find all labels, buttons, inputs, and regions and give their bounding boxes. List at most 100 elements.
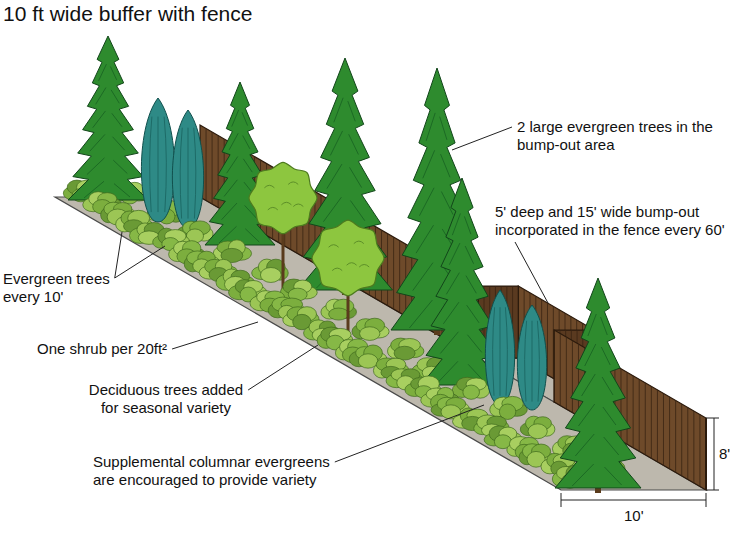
shrub-clump <box>520 416 555 438</box>
shrub-foliage <box>528 424 547 439</box>
dimension-line <box>706 418 719 419</box>
fence-board-line <box>651 386 652 458</box>
fence-board-line <box>645 383 646 455</box>
leaf-texture <box>354 241 364 244</box>
shrub-clump <box>321 299 357 320</box>
label-anchor: 2 large evergreen trees in the bump-out … <box>517 118 742 154</box>
columnar-canopy <box>517 305 546 410</box>
leaf-texture <box>329 245 339 248</box>
fence-board-line <box>639 379 640 451</box>
needle-texture <box>588 314 607 336</box>
needle-texture <box>99 64 117 81</box>
leaf-texture <box>347 263 357 266</box>
columnar-texture <box>150 117 152 212</box>
label-anchor: Deciduous trees added for seasonal varie… <box>80 381 252 417</box>
fence-board-line <box>663 393 664 465</box>
needle-texture <box>96 88 120 105</box>
leader-line <box>115 246 165 278</box>
needle-texture <box>585 344 610 366</box>
callout-note: 2 large evergreen trees in the bump-out … <box>517 118 742 154</box>
dimension-lines <box>561 418 719 507</box>
needle-texture <box>334 98 355 123</box>
columnar-canopy <box>141 98 174 222</box>
dimension-label: 8' <box>719 445 730 463</box>
columnar-texture <box>525 321 527 402</box>
label-anchor: Supplemental columnar evergreens are enc… <box>93 453 341 489</box>
leaf-texture <box>281 202 291 205</box>
needle-texture <box>323 197 364 222</box>
plantings <box>63 36 641 493</box>
needle-texture <box>93 111 122 128</box>
fence-board-line <box>387 234 388 306</box>
leader-line <box>248 345 318 390</box>
columnar-texture <box>164 117 166 212</box>
fence-board-line <box>212 132 213 204</box>
fence-board-line <box>572 341 573 413</box>
shrub-clump <box>452 377 489 399</box>
fence-board-line <box>669 397 670 469</box>
needle-texture <box>90 134 125 151</box>
deciduous-tree <box>249 162 317 292</box>
fence-board-line <box>393 237 394 309</box>
leaf-texture <box>332 268 342 271</box>
leaf-texture <box>293 204 303 207</box>
columnar-canopy <box>485 290 514 405</box>
callout-note: 5' deep and 15' wide bump-out incorporat… <box>495 203 745 239</box>
leaf-texture <box>264 185 274 188</box>
columnar-texture <box>505 307 507 396</box>
columnar-texture <box>180 128 182 219</box>
callout-note: Deciduous trees added for seasonal varie… <box>80 381 252 417</box>
shrub-foliage <box>360 327 380 341</box>
shrub-foliage <box>260 268 281 283</box>
columnar-canopy <box>172 110 203 228</box>
needle-texture <box>440 332 481 354</box>
columnar-texture <box>194 128 196 219</box>
fence-board-line <box>699 414 700 486</box>
dimension-line <box>561 500 706 501</box>
evergreen-tree <box>555 278 641 493</box>
callout-note: Evergreen trees every 10' <box>3 270 131 306</box>
needle-texture <box>426 113 447 141</box>
needle-texture <box>582 374 613 396</box>
leader-line <box>115 232 122 278</box>
needle-texture <box>327 164 362 189</box>
shrub-foliage <box>329 308 349 320</box>
columnar-texture <box>188 128 189 219</box>
label-anchor: One shrub per 20ft² <box>37 340 167 358</box>
evergreen-canopy <box>68 36 148 200</box>
columnar-evergreen <box>485 290 514 405</box>
needle-texture <box>575 434 618 456</box>
fence-board-line <box>687 407 688 479</box>
needle-texture <box>578 404 615 426</box>
columnar-texture <box>493 307 495 396</box>
diagram-title: 10 ft wide buffer with fence <box>3 2 252 26</box>
label-anchor: 8' <box>719 445 730 463</box>
leaf-texture <box>288 182 298 185</box>
dimension-label: 10' <box>624 507 644 525</box>
columnar-evergreen <box>141 98 174 222</box>
callout-note: Supplemental columnar evergreens are enc… <box>93 453 341 489</box>
fence-board-line <box>681 404 682 476</box>
title-anchor: 10 ft wide buffer with fence <box>3 2 252 26</box>
columnar-evergreen <box>517 305 546 410</box>
needle-texture <box>449 243 473 265</box>
shrub-clump <box>388 338 424 360</box>
needle-texture <box>572 464 621 486</box>
callout-note: One shrub per 20ft² <box>37 340 167 358</box>
leaf-texture <box>359 265 369 268</box>
needle-texture <box>222 203 257 220</box>
leader-line <box>335 405 484 462</box>
needle-texture <box>446 273 476 295</box>
fence-board-line <box>560 334 561 406</box>
leader-line <box>452 127 512 150</box>
evergreen-tree <box>68 36 148 205</box>
needle-texture <box>330 131 358 156</box>
shrub-clump <box>213 240 251 263</box>
deciduous-tree <box>312 220 384 335</box>
deciduous-crown <box>312 220 384 296</box>
fence-board-line <box>657 390 658 462</box>
leaf-texture <box>268 207 278 210</box>
fence-board-line <box>627 372 628 444</box>
